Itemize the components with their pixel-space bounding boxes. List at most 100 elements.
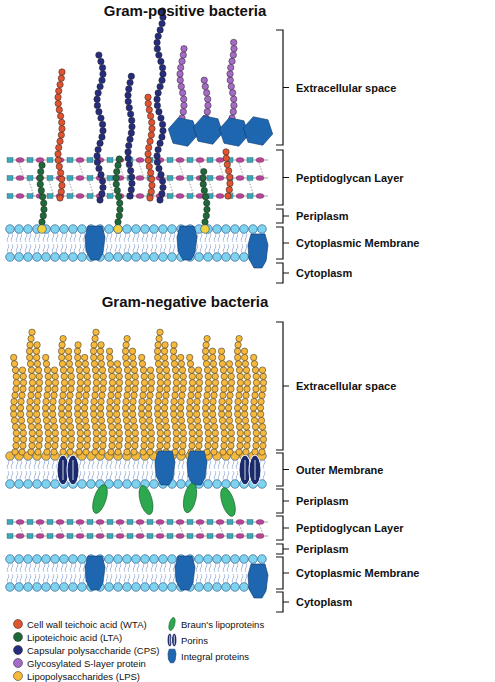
sugar-unit — [221, 373, 227, 379]
sugar-unit — [244, 373, 250, 379]
sugar-unit — [56, 144, 62, 150]
sugar-unit — [219, 361, 225, 367]
lipopolysaccharide — [65, 348, 74, 455]
lipid-head — [114, 583, 123, 592]
sugar-unit — [43, 417, 49, 423]
lipid-tail — [128, 233, 130, 242]
lipid-head — [240, 555, 249, 564]
sugar-unit — [50, 417, 56, 423]
lipid-tail — [79, 244, 81, 253]
sugar-unit — [84, 373, 90, 379]
sugar-unit — [129, 180, 135, 186]
sugar-unit — [146, 163, 152, 169]
sugar-unit — [218, 405, 224, 411]
nag-unit — [87, 534, 93, 539]
sugar-unit — [236, 335, 242, 341]
sugar-unit — [251, 361, 257, 367]
lipid-head — [204, 583, 213, 592]
sugar-unit — [99, 134, 105, 140]
lipid-head — [78, 253, 87, 262]
sugar-unit — [228, 386, 234, 392]
sugar-unit — [223, 155, 229, 161]
sugar-unit — [98, 361, 104, 367]
sugar-unit — [201, 168, 207, 174]
sugar-unit — [106, 405, 112, 411]
lipid-head — [213, 480, 222, 489]
nam-unit — [236, 158, 244, 163]
lipid-head — [168, 555, 177, 564]
sugar-unit — [68, 430, 74, 436]
sugar-unit — [237, 430, 243, 436]
lipid-tail — [196, 574, 198, 583]
nam-unit — [256, 520, 264, 525]
sugar-unit — [83, 367, 89, 373]
nag-unit — [67, 194, 73, 199]
lipid-anchor — [114, 225, 123, 234]
nag-unit — [7, 158, 13, 163]
sugar-unit — [230, 52, 236, 58]
sugar-unit — [223, 149, 229, 155]
lipid-tail — [115, 574, 117, 583]
sugar-unit — [179, 367, 185, 373]
sugar-unit — [159, 134, 165, 140]
nam-unit — [176, 176, 184, 181]
lipid-tail — [137, 471, 139, 480]
lipid-tail — [196, 563, 198, 572]
lipid-head — [87, 480, 96, 489]
lipid-head — [204, 253, 213, 262]
sugar-unit — [99, 392, 105, 398]
lipid-head — [222, 253, 231, 262]
sugar-unit — [209, 348, 215, 354]
lipid-tail — [119, 471, 121, 480]
lipid-tail — [83, 233, 85, 242]
sugar-unit — [253, 436, 259, 442]
sugar-unit — [226, 361, 232, 367]
lipid-tail — [151, 460, 153, 469]
sugar-unit — [114, 398, 120, 404]
sugar-unit — [234, 354, 240, 360]
sugar-unit — [229, 58, 235, 64]
sugar-unit — [172, 424, 178, 430]
sugar-unit — [211, 392, 217, 398]
sugar-unit — [109, 436, 115, 442]
sugar-unit — [221, 430, 227, 436]
lipid-tail — [61, 574, 63, 583]
lipid-tail — [236, 460, 238, 469]
sugar-unit — [221, 443, 227, 449]
sugar-unit — [116, 213, 122, 219]
sugar-unit — [253, 380, 259, 386]
lipid-head — [60, 253, 69, 262]
sugar-unit — [90, 411, 96, 417]
sugar-unit — [230, 109, 236, 115]
lipid-tail — [16, 233, 18, 242]
sugar-unit — [106, 354, 112, 360]
lipid-tail — [205, 233, 207, 242]
sugar-unit — [67, 449, 73, 455]
lipid-head — [204, 480, 213, 489]
sugar-unit — [203, 417, 209, 423]
lipid-head — [6, 480, 15, 489]
sugar-unit — [155, 342, 161, 348]
lipid-tail — [133, 563, 135, 572]
lipid-tail — [83, 574, 85, 583]
lipid-tail — [38, 244, 40, 253]
porin-channel — [73, 460, 74, 480]
sugar-unit — [20, 436, 26, 442]
sugar-unit — [116, 443, 122, 449]
sugar-unit — [211, 367, 217, 373]
sugar-unit — [139, 361, 145, 367]
sugar-unit — [205, 436, 211, 442]
sugar-unit — [160, 128, 166, 134]
sugar-unit — [189, 443, 195, 449]
sugar-unit — [100, 128, 106, 134]
sugar-unit — [67, 424, 73, 430]
lipid-head — [213, 253, 222, 262]
sugar-unit — [59, 126, 65, 132]
lipid-tail — [61, 233, 63, 242]
lipid-tail — [34, 460, 36, 469]
lipid-tail — [218, 460, 220, 469]
lipid-tail — [70, 233, 72, 242]
sugar-unit — [196, 436, 202, 442]
lipid-tail — [20, 563, 22, 572]
lipid-tail — [214, 460, 216, 469]
